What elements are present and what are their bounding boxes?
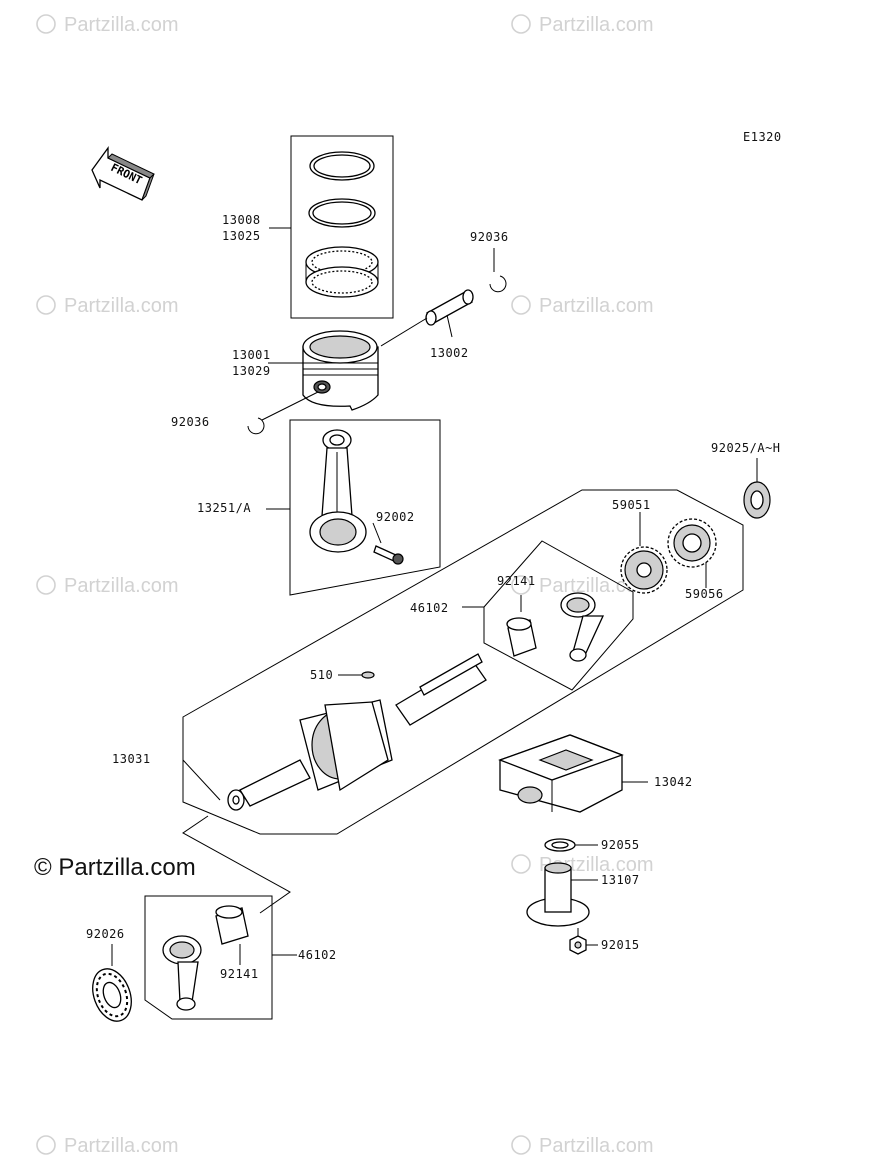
watermark-top-right: Partzilla.com — [511, 14, 653, 36]
svg-text:Partzilla.com: Partzilla.com — [64, 14, 178, 36]
label-59056: 59056 — [685, 587, 724, 601]
label-92141-bottom: 92141 — [220, 967, 259, 981]
label-510: 510 — [310, 668, 333, 682]
label-46102-top: 46102 — [410, 601, 449, 615]
label-13025: 13025 — [222, 229, 261, 243]
label-92025: 92025/A~H — [711, 441, 781, 455]
rod-bearing-group-bottom — [144, 895, 297, 1020]
rod-bearing-group-top — [462, 540, 634, 691]
balancer-13042 — [498, 734, 648, 813]
watermark-bottom-right: Partzilla.com — [511, 1135, 653, 1157]
piston-ring-set — [269, 135, 394, 319]
washer-92025 — [743, 458, 771, 519]
svg-text:Partzilla.com: Partzilla.com — [64, 575, 178, 597]
label-92036-left: 92036 — [171, 415, 210, 429]
svg-text:Partzilla.com: Partzilla.com — [539, 14, 653, 36]
watermark-mid-right: Partzilla.com — [511, 295, 653, 317]
crankshaft — [182, 653, 487, 811]
label-92055: 92055 — [601, 838, 640, 852]
label-13042: 13042 — [654, 775, 693, 789]
watermark-center-left: Partzilla.com — [36, 575, 178, 597]
watermark-top-left: Partzilla.com — [36, 14, 178, 36]
svg-text:Partzilla.com: Partzilla.com — [64, 1135, 178, 1157]
washer-92055 — [544, 838, 598, 852]
label-59051: 59051 — [612, 498, 651, 512]
piston — [268, 330, 379, 411]
label-13001: 13001 — [232, 348, 271, 362]
piston-pin — [380, 289, 474, 347]
connecting-rod-assembly — [266, 419, 441, 596]
label-46102-bottom: 46102 — [298, 948, 337, 962]
label-92002: 92002 — [376, 510, 415, 524]
copyright-watermark: © Partzilla.com — [34, 854, 196, 881]
svg-text:Partzilla.com: Partzilla.com — [539, 1135, 653, 1157]
label-13008: 13008 — [222, 213, 261, 227]
watermarks: Partzilla.com Partzilla.com Partzilla.co… — [34, 14, 653, 1157]
label-92036-top: 92036 — [470, 230, 509, 244]
label-13031: 13031 — [112, 752, 151, 766]
thrust-bearing-92026 — [92, 944, 132, 1022]
gear-59051 — [620, 512, 668, 594]
watermark-bottom-left: Partzilla.com — [36, 1135, 178, 1157]
crankshaft-group-outline — [182, 489, 744, 835]
lower-group-connector — [182, 815, 291, 914]
woodruff-key — [338, 671, 375, 679]
diagram-code: E1320 — [743, 130, 782, 144]
nut-92015 — [569, 928, 598, 955]
circlip-left — [247, 391, 319, 435]
shaft-13107 — [526, 862, 598, 927]
label-13251: 13251/A — [197, 501, 251, 515]
svg-text:Partzilla.com: Partzilla.com — [539, 295, 653, 317]
label-13107: 13107 — [601, 873, 640, 887]
circlip-top — [489, 248, 507, 293]
label-13002: 13002 — [430, 346, 469, 360]
gear-59056 — [667, 518, 717, 588]
label-92141-top: 92141 — [497, 574, 536, 588]
watermark-mid-left: Partzilla.com — [36, 295, 178, 317]
label-92015: 92015 — [601, 938, 640, 952]
label-92026: 92026 — [86, 927, 125, 941]
front-arrow-icon: FRONT — [91, 146, 155, 201]
label-13029: 13029 — [232, 364, 271, 378]
svg-text:Partzilla.com: Partzilla.com — [64, 295, 178, 317]
